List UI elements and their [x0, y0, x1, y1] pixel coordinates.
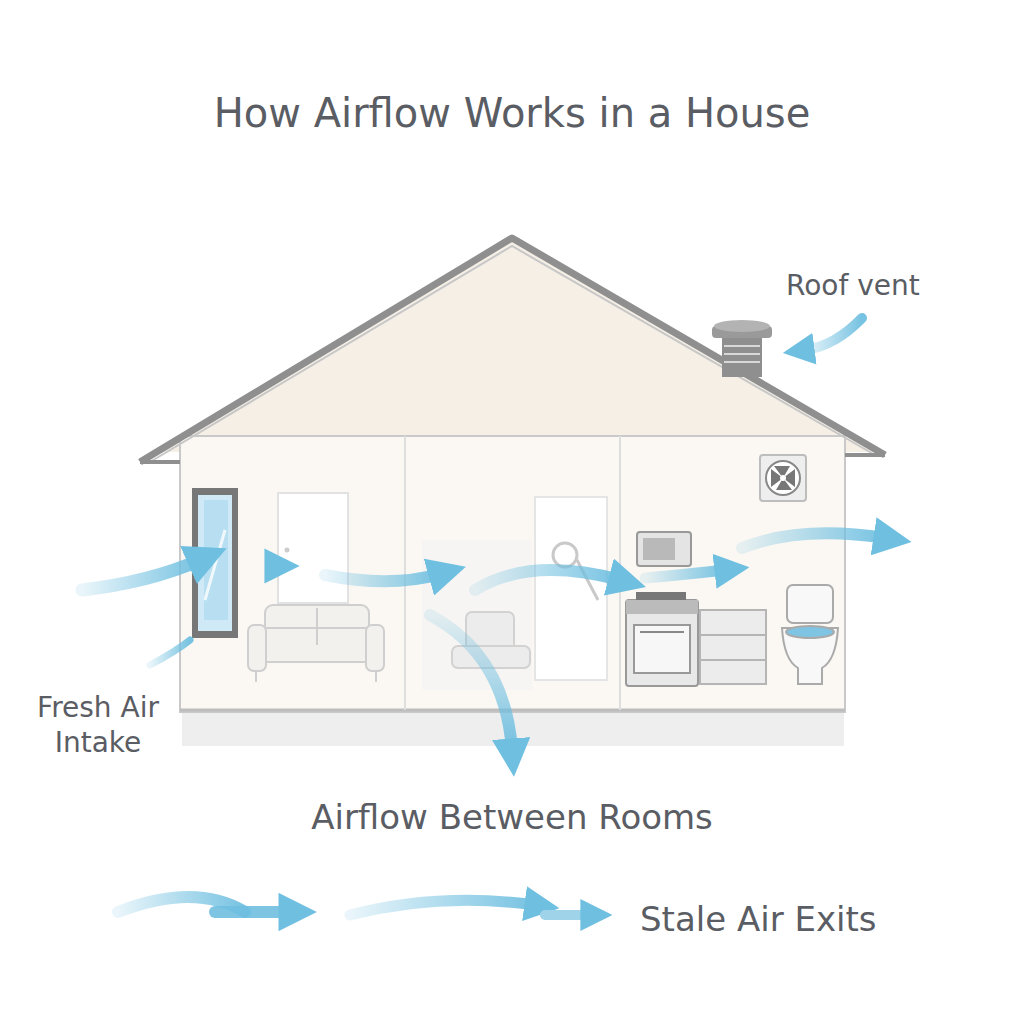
cabinet — [700, 610, 766, 684]
attic — [150, 240, 875, 452]
callout-label: Roof vent — [786, 268, 986, 303]
exhaust-fan — [760, 455, 806, 501]
toilet — [782, 585, 838, 684]
stove — [626, 592, 698, 686]
house-walls — [180, 436, 845, 712]
airflow-arrows — [82, 318, 885, 915]
door — [278, 493, 348, 603]
interior-wall — [404, 436, 406, 710]
section-label: Airflow Between Rooms — [212, 796, 812, 839]
callout-label: Stale Air Exits — [640, 898, 980, 941]
sofa — [248, 605, 384, 682]
roof — [140, 238, 885, 462]
roof-vent — [712, 320, 772, 377]
callout-label: Fresh Air Intake — [18, 690, 178, 760]
diagram-title: How Airflow Works in a House — [0, 88, 1024, 138]
microwave — [637, 532, 691, 566]
doorway — [535, 497, 607, 680]
interior-wall — [619, 436, 621, 710]
